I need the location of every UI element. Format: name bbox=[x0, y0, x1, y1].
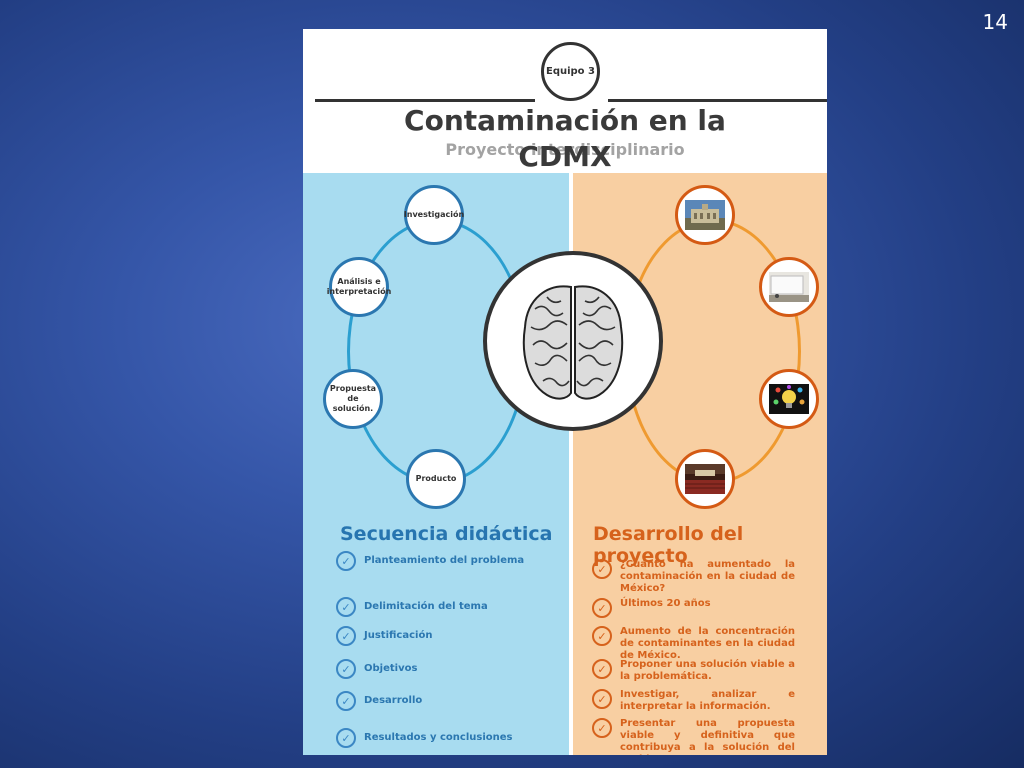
list-item: ✓ Justificación bbox=[336, 626, 432, 646]
header-rule-right bbox=[608, 99, 827, 102]
left-section-title: Secuencia didáctica bbox=[340, 523, 553, 545]
lightbulb-icon bbox=[769, 384, 809, 414]
list-item-label: Últimos 20 años bbox=[620, 598, 711, 609]
list-item: ✓ Últimos 20 años bbox=[592, 598, 795, 618]
poster-title: Contaminación en la CDMX bbox=[303, 103, 827, 175]
list-item: ✓ Desarrollo bbox=[336, 691, 422, 711]
check-circle-icon: ✓ bbox=[592, 689, 612, 709]
list-item-label: Proponer una solución viable a la proble… bbox=[620, 659, 795, 682]
infographic-poster: Equipo 3 Proyecto interdisciplinario Con… bbox=[303, 29, 827, 755]
team-badge: Equipo 3 bbox=[541, 42, 600, 101]
auditorium-photo-thumb bbox=[685, 464, 725, 494]
node-lightbulb bbox=[759, 369, 819, 429]
list-item: ✓ Presentar una propuesta viable y defin… bbox=[592, 718, 795, 755]
title-line-2: CDMX bbox=[518, 140, 612, 173]
list-item-label: Aumento de la concentración de contamina… bbox=[620, 626, 795, 661]
list-item-label: Delimitación del tema bbox=[364, 601, 488, 612]
node-propuesta: Propuesta de solución. bbox=[323, 369, 383, 429]
list-item: ✓ ¿Cuánto ha aumentado la contaminación … bbox=[592, 559, 795, 595]
node-building-photo bbox=[675, 185, 735, 245]
slide-number: 14 bbox=[982, 10, 1008, 34]
list-item: ✓ Proponer una solución viable a la prob… bbox=[592, 659, 795, 683]
poster-subtitle: Proyecto interdisciplinario bbox=[445, 140, 685, 159]
whiteboard-photo-thumb bbox=[769, 272, 809, 302]
list-item-label: ¿Cuánto ha aumentado la contaminación en… bbox=[620, 559, 795, 594]
list-item: ✓ Delimitación del tema bbox=[336, 597, 488, 617]
node-whiteboard-photo bbox=[759, 257, 819, 317]
check-circle-icon: ✓ bbox=[592, 659, 612, 679]
check-circle-icon: ✓ bbox=[592, 718, 612, 738]
list-item-label: Investigar, analizar e interpretar la in… bbox=[620, 689, 795, 712]
list-item: ✓ Resultados y conclusiones bbox=[336, 728, 512, 748]
right-section-title: Desarrollo del proyecto bbox=[593, 523, 744, 567]
list-item: ✓ Aumento de la concentración de contami… bbox=[592, 626, 795, 662]
list-item-label: Justificación bbox=[364, 630, 433, 641]
list-item-label: Presentar una propuesta viable y definit… bbox=[620, 718, 795, 755]
node-auditorium-photo bbox=[675, 449, 735, 509]
list-item-label: Planteamiento del problema bbox=[364, 555, 525, 566]
check-circle-icon: ✓ bbox=[336, 597, 356, 617]
node-producto: Producto bbox=[406, 449, 466, 509]
brain-circle bbox=[483, 251, 663, 431]
building-photo-thumb bbox=[685, 200, 725, 230]
node-analisis: Análisis e interpretación bbox=[327, 257, 391, 317]
node-investigacion: Investigación bbox=[404, 185, 464, 245]
title-line-1: Contaminación en la bbox=[404, 104, 726, 137]
check-circle-icon: ✓ bbox=[336, 626, 356, 646]
check-circle-icon: ✓ bbox=[336, 659, 356, 679]
check-circle-icon: ✓ bbox=[336, 728, 356, 748]
list-item: ✓ Objetivos bbox=[336, 659, 417, 679]
list-item: ✓ Investigar, analizar e interpretar la … bbox=[592, 689, 795, 713]
list-item-label: Desarrollo bbox=[364, 695, 423, 706]
check-circle-icon: ✓ bbox=[336, 691, 356, 711]
list-item: ✓ Planteamiento del problema bbox=[336, 551, 524, 571]
brain-illustration bbox=[522, 285, 624, 400]
check-circle-icon: ✓ bbox=[592, 559, 612, 579]
check-circle-icon: ✓ bbox=[592, 598, 612, 618]
check-circle-icon: ✓ bbox=[336, 551, 356, 571]
header-rule-left bbox=[315, 99, 535, 102]
check-circle-icon: ✓ bbox=[592, 626, 612, 646]
list-item-label: Objetivos bbox=[364, 663, 418, 674]
list-item-label: Resultados y conclusiones bbox=[364, 732, 513, 743]
